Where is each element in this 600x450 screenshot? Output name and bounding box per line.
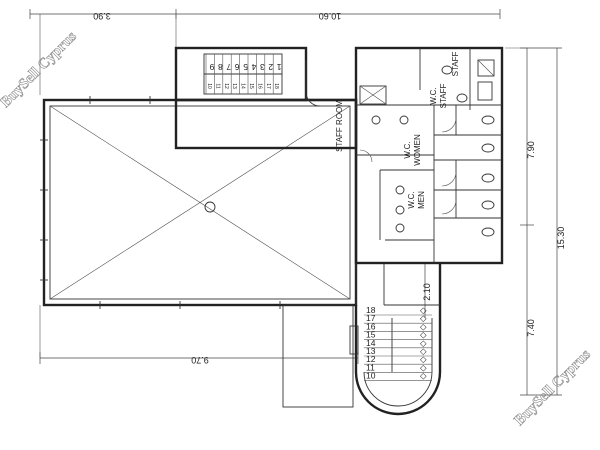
dim-top-right: 10.60 (319, 11, 342, 21)
wc-staff-label-2: STAFF (439, 84, 448, 109)
lower-annex (282, 304, 354, 408)
lower-stair-steps: 18 ◇ 17 ◇ 16 ◇ 15 ◇ 14 ◇ 13 ◇ 12 ◇ 11 ◇ 10 ◇ (364, 305, 432, 381)
upper-step-number: 6 (235, 62, 240, 72)
top-dimension-line (29, 9, 501, 95)
main-hall (40, 96, 358, 309)
step-arrow: ◇ (420, 313, 427, 323)
step-arrow: ◇ (420, 362, 427, 372)
watermark-bottom-right: BuySell Cyprus (512, 346, 594, 428)
right-dimension-lines (505, 47, 562, 396)
step-arrow: ◇ (420, 346, 427, 356)
upper-step-number: 14 (240, 83, 246, 89)
lower-step-number: 12 (366, 354, 376, 364)
dim-right-lower: 7.40 (526, 319, 536, 337)
upper-step-number: 15 (248, 83, 254, 89)
upper-stair-block (174, 46, 308, 102)
step-arrow: ◇ (420, 354, 427, 364)
step-arrow: ◇ (420, 371, 427, 381)
step-arrow: ◇ (420, 321, 427, 331)
wc-men-label-1: W.C. (407, 191, 416, 208)
staff-room (174, 60, 358, 150)
upper-step-number: 17 (265, 83, 271, 89)
step-arrow: ◇ (420, 338, 427, 348)
wc-women-label-2: WOMEN (413, 134, 422, 166)
lower-step-number: 10 (366, 371, 376, 381)
upper-step-number: 1 (277, 62, 282, 72)
upper-step-number: 9 (209, 62, 214, 72)
lower-step-number: 14 (366, 338, 376, 348)
lower-step-number: 13 (366, 346, 376, 356)
dim-stair-gap: 2.10 (422, 283, 432, 301)
staff-room-label: STAFF ROOM (335, 100, 344, 152)
upper-step-number: 3 (260, 62, 265, 72)
lower-step-number: 16 (366, 321, 376, 331)
upper-step-number: 10 (206, 83, 212, 89)
upper-step-number: 8 (218, 62, 223, 72)
upper-step-number: 2 (268, 62, 273, 72)
upper-step-number: 7 (226, 62, 231, 72)
dim-top-left: 3.90 (93, 11, 111, 21)
lower-step-number: 18 (366, 305, 376, 315)
upper-step-number: 5 (243, 62, 248, 72)
upper-step-number: 18 (273, 83, 279, 89)
upper-step-number: 11 (214, 83, 220, 88)
upper-step-number: 4 (251, 62, 256, 72)
staff-top-label: STAFF (451, 52, 460, 77)
wc-staff-label-1: W.C. (429, 87, 438, 104)
step-arrow: ◇ (420, 330, 427, 340)
lower-step-number: 11 (366, 362, 375, 372)
upper-step-number: 12 (223, 83, 229, 89)
lower-stair-block (349, 263, 442, 416)
wc-men-label-2: MEN (417, 191, 426, 209)
step-arrow: ◇ (420, 305, 427, 315)
toilet-wing (354, 46, 504, 265)
upper-step-number: 13 (231, 83, 237, 89)
dim-right-upper: 7.90 (526, 141, 536, 159)
upper-step-number: 16 (256, 83, 262, 89)
lower-step-number: 17 (366, 313, 376, 323)
bottom-dimension-line (39, 305, 359, 364)
dim-bottom: 9.70 (191, 355, 209, 365)
dim-right-overall: 15.30 (556, 227, 566, 250)
wc-women-label-1: W.C. (403, 141, 412, 158)
lower-step-number: 15 (366, 330, 376, 340)
